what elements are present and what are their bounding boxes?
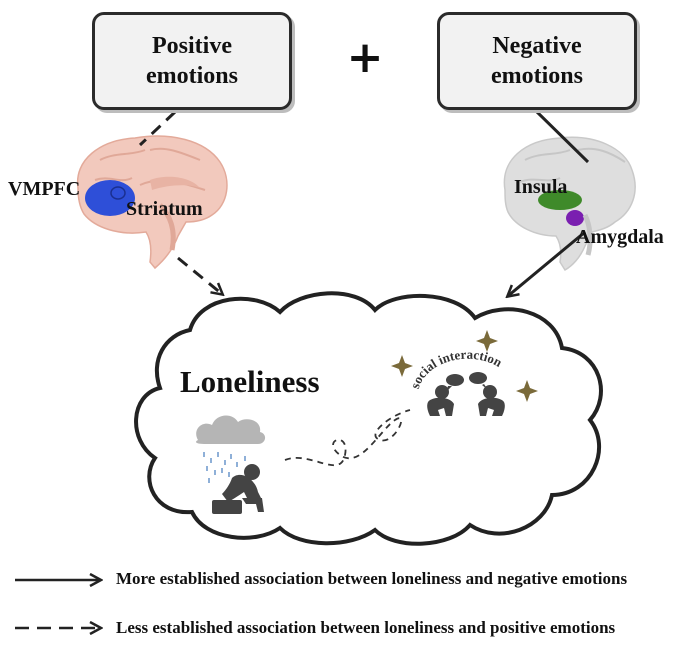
plus-sign: + xyxy=(346,32,384,83)
amygdala-region xyxy=(566,210,584,226)
dashed-loop-path xyxy=(284,409,411,467)
vmpfc-label: VMPFC xyxy=(8,178,81,200)
striatum-region xyxy=(110,186,126,200)
amygdala-label: Amygdala xyxy=(576,226,664,248)
sparkle-icon xyxy=(516,380,538,402)
loneliness-title: Loneliness xyxy=(180,364,320,399)
rain-cloud-icon xyxy=(196,415,266,483)
sparkle-icon xyxy=(476,330,498,352)
positive-emotions-line2: emotions xyxy=(146,63,238,89)
solid-arrow-to-cloud xyxy=(508,230,586,296)
positive-emotions-box: Positive emotions xyxy=(92,12,292,110)
right-brain-illustration xyxy=(503,136,636,272)
loneliness-cloud xyxy=(134,291,603,546)
positive-emotions-line1: Positive xyxy=(152,33,232,59)
dashed-connector-positive-top xyxy=(138,110,177,147)
legend-dashed-text: Less established association between lon… xyxy=(116,618,616,637)
negative-emotions-box: Negative emotions xyxy=(437,12,637,110)
sparkle-icon xyxy=(391,355,413,377)
left-brain-illustration xyxy=(76,135,228,270)
legend-solid-text: More established association between lon… xyxy=(116,569,628,588)
negative-emotions-line1: Negative xyxy=(492,33,582,59)
negative-emotions-line2: emotions xyxy=(491,63,583,89)
social-interaction-icon xyxy=(427,372,505,416)
dashed-arrow-to-cloud xyxy=(177,256,222,294)
insula-label: Insula xyxy=(514,176,568,198)
striatum-label: Striatum xyxy=(126,198,203,220)
insula-region xyxy=(538,190,582,210)
sad-person-icon xyxy=(212,464,264,514)
solid-connector-negative-top xyxy=(533,108,590,164)
